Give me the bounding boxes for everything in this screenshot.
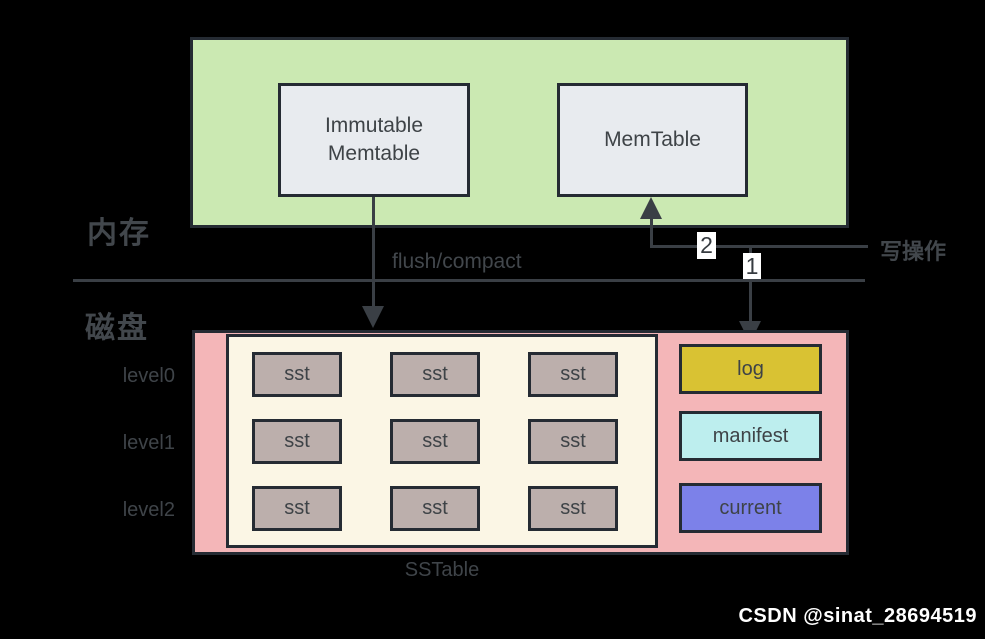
sst-label: sst [284, 430, 310, 452]
log-file-box: log [679, 344, 822, 394]
sst-label: sst [560, 497, 586, 519]
log-label: log [737, 357, 764, 380]
sstable-caption: SSTable [404, 559, 480, 581]
sst-cell: sst [390, 486, 480, 531]
sst-cell: sst [390, 419, 480, 464]
memory-disk-divider [73, 279, 865, 282]
sst-cell: sst [252, 486, 342, 531]
write-to-log-line [749, 246, 752, 326]
sst-cell: sst [528, 352, 618, 397]
write-op-label: 写操作 [880, 239, 947, 264]
memory-section-label: 内存 [87, 217, 151, 250]
arrowhead-down-icon [362, 306, 384, 328]
flush-arrow-line [372, 197, 375, 309]
level1-label: level1 [122, 432, 175, 454]
sst-cell: sst [252, 352, 342, 397]
sst-label: sst [560, 363, 586, 385]
immutable-memtable-node: Immutable Memtable [278, 83, 470, 197]
level2-label: level2 [122, 499, 175, 521]
current-file-box: current [679, 483, 822, 533]
sst-cell: sst [528, 486, 618, 531]
write-op-line [651, 245, 868, 248]
memtable-node: MemTable [557, 83, 748, 197]
watermark: CSDN @sinat_28694519 [738, 605, 977, 627]
sst-cell: sst [528, 419, 618, 464]
immutable-memtable-label: Immutable Memtable [324, 113, 424, 165]
sst-label: sst [560, 430, 586, 452]
sst-label: sst [422, 430, 448, 452]
flush-compact-label: flush/compact [392, 250, 522, 273]
sst-label: sst [284, 363, 310, 385]
write-to-memtable-line [650, 214, 653, 248]
manifest-label: manifest [712, 424, 789, 447]
sst-label: sst [422, 363, 448, 385]
current-label: current [719, 496, 782, 519]
manifest-file-box: manifest [679, 411, 822, 461]
sst-cell: sst [252, 419, 342, 464]
sst-cell: sst [390, 352, 480, 397]
memtable-label: MemTable [604, 127, 701, 151]
level0-label: level0 [122, 365, 175, 387]
sst-label: sst [284, 497, 310, 519]
disk-section-label: 磁盘 [85, 312, 149, 345]
step-2-badge: 2 [697, 232, 716, 259]
arrowhead-up-icon [640, 197, 662, 219]
sst-label: sst [422, 497, 448, 519]
step-1-badge: 1 [743, 253, 761, 279]
